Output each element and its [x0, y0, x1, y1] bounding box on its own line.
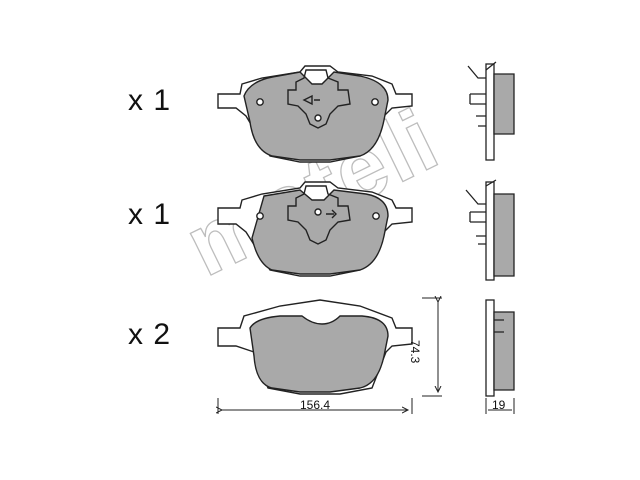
pad-1-front: [217, 65, 413, 163]
pad-2-side: [465, 179, 515, 281]
pad-2-front: [217, 181, 413, 277]
height-dimension: 74.3: [408, 340, 422, 364]
quantity-label-2: x 1: [128, 198, 172, 231]
pad-3-side: [485, 299, 515, 397]
width-dimension: 156.4: [300, 398, 331, 412]
pad-3-front: [217, 299, 413, 395]
quantity-label-3: x 2: [128, 318, 172, 351]
pad-1-side: [467, 61, 515, 161]
thickness-dimension: 19: [492, 398, 506, 412]
quantity-label-1: x 1: [128, 84, 172, 117]
dimension-lines: [218, 298, 515, 414]
